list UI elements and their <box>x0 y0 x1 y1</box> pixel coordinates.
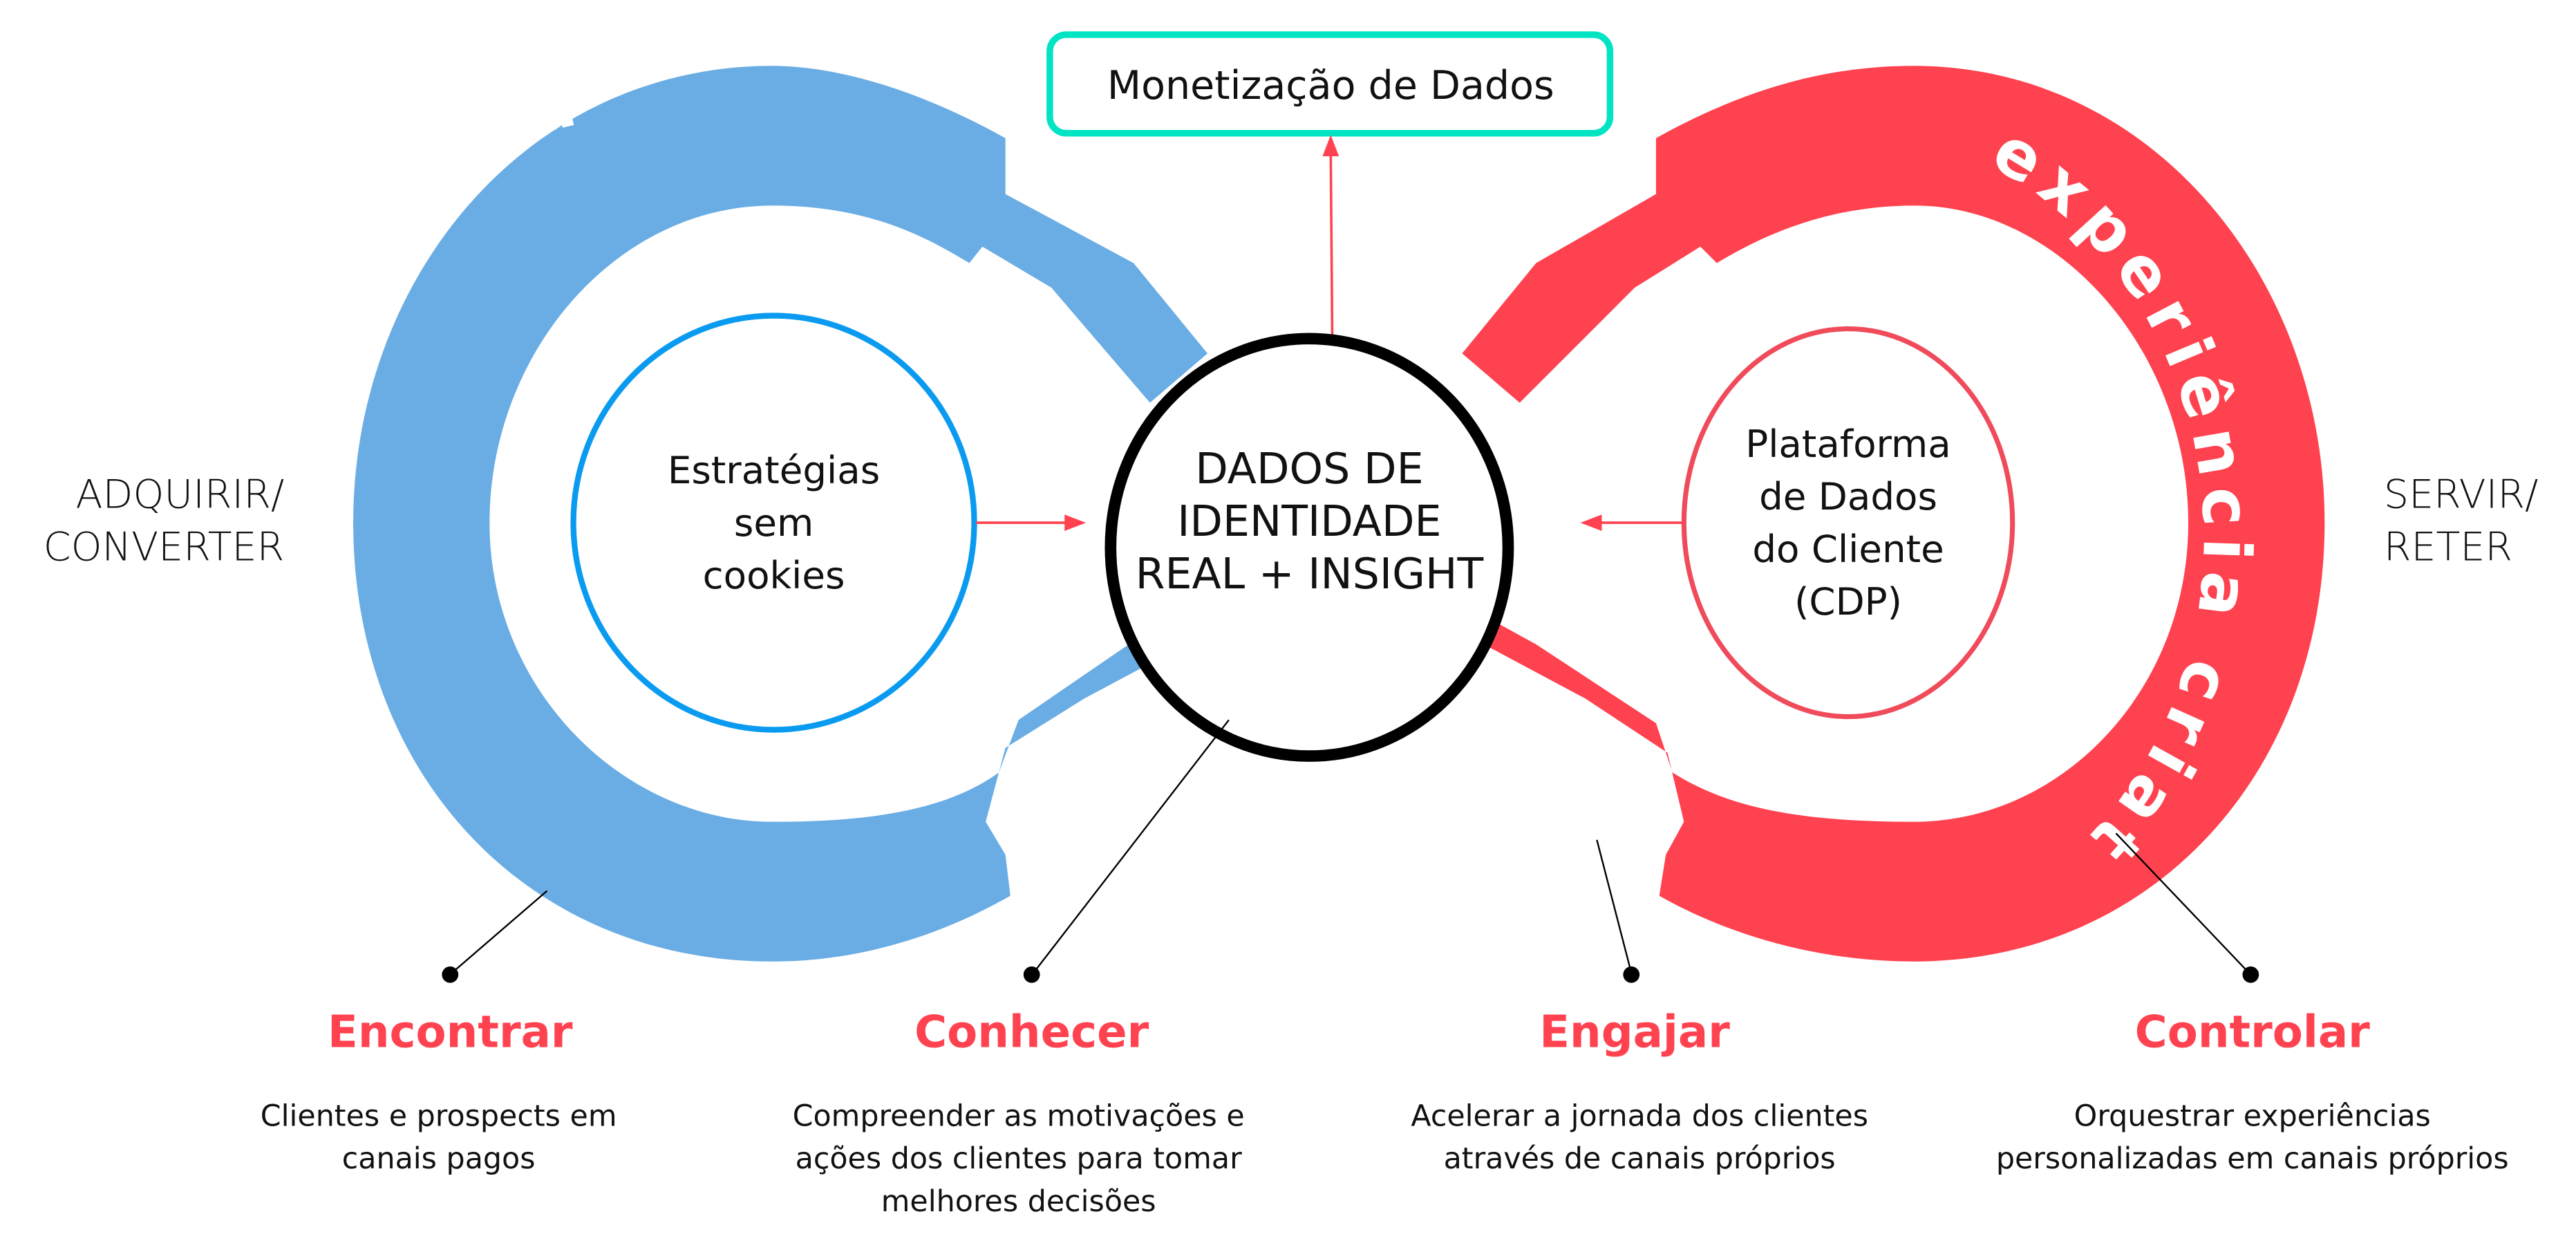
arrow-head-icon <box>1322 135 1339 157</box>
center-line-2: IDENTIDADE <box>1177 496 1441 546</box>
cdp-circle[interactable]: Plataforma de Dados do Cliente (CDP) <box>1681 326 2015 720</box>
leader-conhecer <box>1023 719 1230 983</box>
right-loop-shape <box>1462 66 2325 962</box>
leader-encontrar <box>442 890 548 983</box>
arrow-left-to-center <box>975 514 1087 531</box>
stage-desc-line-2: canais pagos <box>342 1141 536 1176</box>
right-inner-line-2: de Dados <box>1759 474 1937 519</box>
left-inner-line-2: sem <box>734 501 814 545</box>
leader-dot-icon <box>2242 966 2259 983</box>
leader-line <box>1596 839 1633 973</box>
arrow-head-icon <box>1580 514 1602 531</box>
stage-engajar: Engajar Acelerar a jornada dos clientes … <box>1411 1006 1868 1176</box>
stage-desc-line-3: melhores decisões <box>881 1184 1156 1219</box>
leader-line <box>2115 832 2250 974</box>
acquire-convert-label-1: ADQUIRIR/ <box>76 472 285 518</box>
acquire-convert-label-2: CONVERTER <box>44 525 284 570</box>
stage-desc-line-1: Orquestrar experiências <box>2074 1099 2431 1133</box>
stage-title: Encontrar <box>328 1006 573 1058</box>
center-line-1: DADOS DE <box>1195 444 1423 494</box>
left-inner-line-3: cookies <box>703 553 845 597</box>
leader-dot-icon <box>1623 966 1640 983</box>
right-inner-line-1: Plataforma <box>1745 422 1951 466</box>
center-line-3: REAL + INSIGHT <box>1136 549 1484 599</box>
leader-line <box>451 890 548 974</box>
stage-desc-line-1: Acelerar a jornada dos clientes <box>1411 1099 1868 1133</box>
stage-desc-line-1: Clientes e prospects em <box>261 1099 617 1133</box>
arrow-to-monetization <box>1322 135 1339 349</box>
leader-dot-icon <box>1023 966 1040 983</box>
left-inner-circle-border <box>570 312 977 733</box>
arrow-line <box>1329 151 1334 349</box>
left-loop-shape <box>353 66 1208 962</box>
stage-conhecer: Conhecer Compreender as motivações e açõ… <box>793 1006 1245 1219</box>
stage-desc-line-1: Compreender as motivações e <box>793 1099 1245 1133</box>
left-inner-line-1: Estratégias <box>668 448 880 492</box>
stage-title: Conhecer <box>914 1006 1149 1058</box>
stage-desc-line-2: ações dos clientes para tomar <box>796 1141 1242 1176</box>
stage-title: Controlar <box>2135 1006 2371 1058</box>
arrow-right-to-center <box>1580 514 1682 531</box>
right-inner-line-3: do Cliente <box>1752 527 1944 571</box>
center-circle-border <box>1104 333 1514 762</box>
stage-desc-line-2: através de canais próprios <box>1444 1141 1836 1176</box>
stage-controlar: Controlar Orquestrar experiências person… <box>1996 1006 2509 1176</box>
right-inner-circle-border <box>1681 326 2015 720</box>
serve-retain-label-1: SERVIR/ <box>2384 472 2538 518</box>
stage-encontrar: Encontrar Clientes e prospects em canais… <box>261 1006 617 1176</box>
leader-controlar <box>2115 832 2259 983</box>
serve-retain-label-2: RETER <box>2384 525 2512 570</box>
stage-desc-line-2: personalizadas em canais próprios <box>1996 1141 2509 1176</box>
leader-dot-icon <box>442 966 459 983</box>
right-inner-line-4: (CDP) <box>1794 579 1902 624</box>
monetization-label: Monetização de Dados <box>1107 63 1554 109</box>
monetization-box-border <box>1046 31 1614 137</box>
monetization-box[interactable]: Monetização de Dados <box>1046 31 1614 137</box>
leader-line <box>1033 719 1230 974</box>
leader-engajar <box>1596 839 1640 983</box>
stage-title: Engajar <box>1539 1006 1730 1058</box>
arrow-head-icon <box>1064 514 1087 531</box>
center-identity-circle[interactable]: DADOS DE IDENTIDADE REAL + INSIGHT <box>1104 333 1514 762</box>
cookieless-strategies-circle[interactable]: Estratégias sem cookies <box>570 312 977 733</box>
